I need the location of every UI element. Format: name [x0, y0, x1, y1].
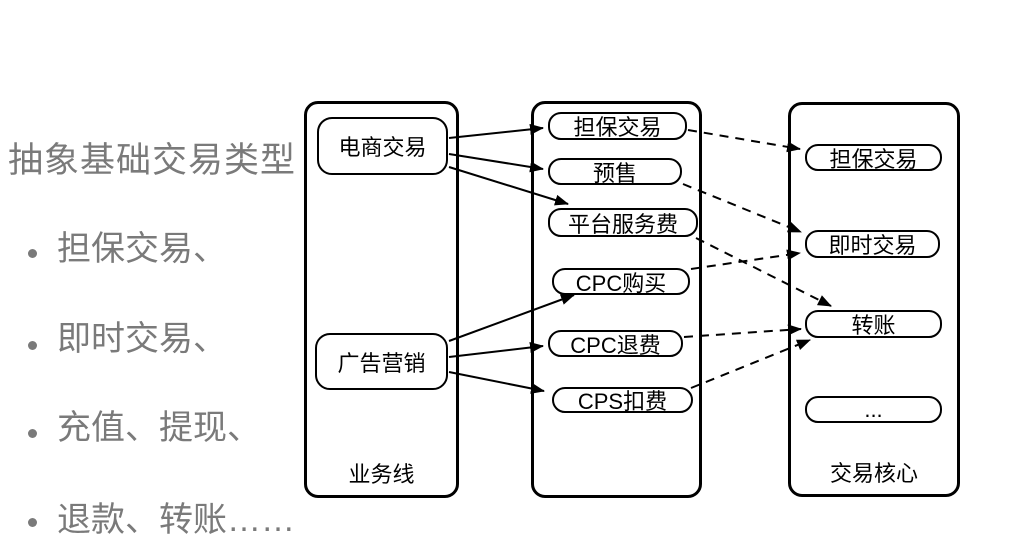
bullet-dot — [28, 249, 37, 258]
bullet-item: 退款、转账…… — [57, 501, 295, 538]
bullet-dot — [28, 429, 37, 438]
node-r-instant: 即时交易 — [805, 230, 940, 258]
bullet-item: 担保交易、 — [57, 230, 227, 268]
bullet-dot — [28, 518, 37, 527]
edge-ecommerce-to-m-presale — [448, 153, 544, 173]
bullet-item: 充值、提现、 — [57, 409, 261, 447]
slide-title: 抽象基础交易类型 — [8, 141, 297, 180]
column-business-line-label: 业务线 — [348, 462, 415, 487]
column-transaction-core-label: 交易核心 — [829, 461, 918, 486]
node-r-more: ... — [805, 396, 942, 423]
node-m-danbao: 担保交易 — [548, 112, 687, 140]
node-m-presale: 预售 — [548, 158, 682, 186]
edge-m-cpc-buy-to-r-instant — [690, 249, 801, 270]
edge-m-danbao-to-r-danbao — [687, 129, 801, 153]
node-m-cps-charge: CPS扣费 — [552, 387, 693, 414]
node-m-cpc-buy: CPC购买 — [552, 268, 690, 296]
edge-ecommerce-to-m-danbao — [448, 123, 544, 139]
node-ads: 广告营销 — [315, 333, 448, 390]
node-m-cpc-refund: CPC退费 — [548, 330, 683, 358]
node-ecommerce: 电商交易 — [317, 117, 448, 175]
bullet-item: 即时交易、 — [57, 320, 227, 358]
node-r-transfer: 转账 — [805, 310, 942, 338]
edge-ads-to-m-cps-charge — [448, 371, 545, 394]
edge-ads-to-m-cpc-refund — [448, 342, 544, 358]
node-m-platform-fee: 平台服务费 — [548, 208, 698, 237]
node-r-danbao: 担保交易 — [805, 144, 942, 172]
bullet-dot — [28, 341, 37, 350]
